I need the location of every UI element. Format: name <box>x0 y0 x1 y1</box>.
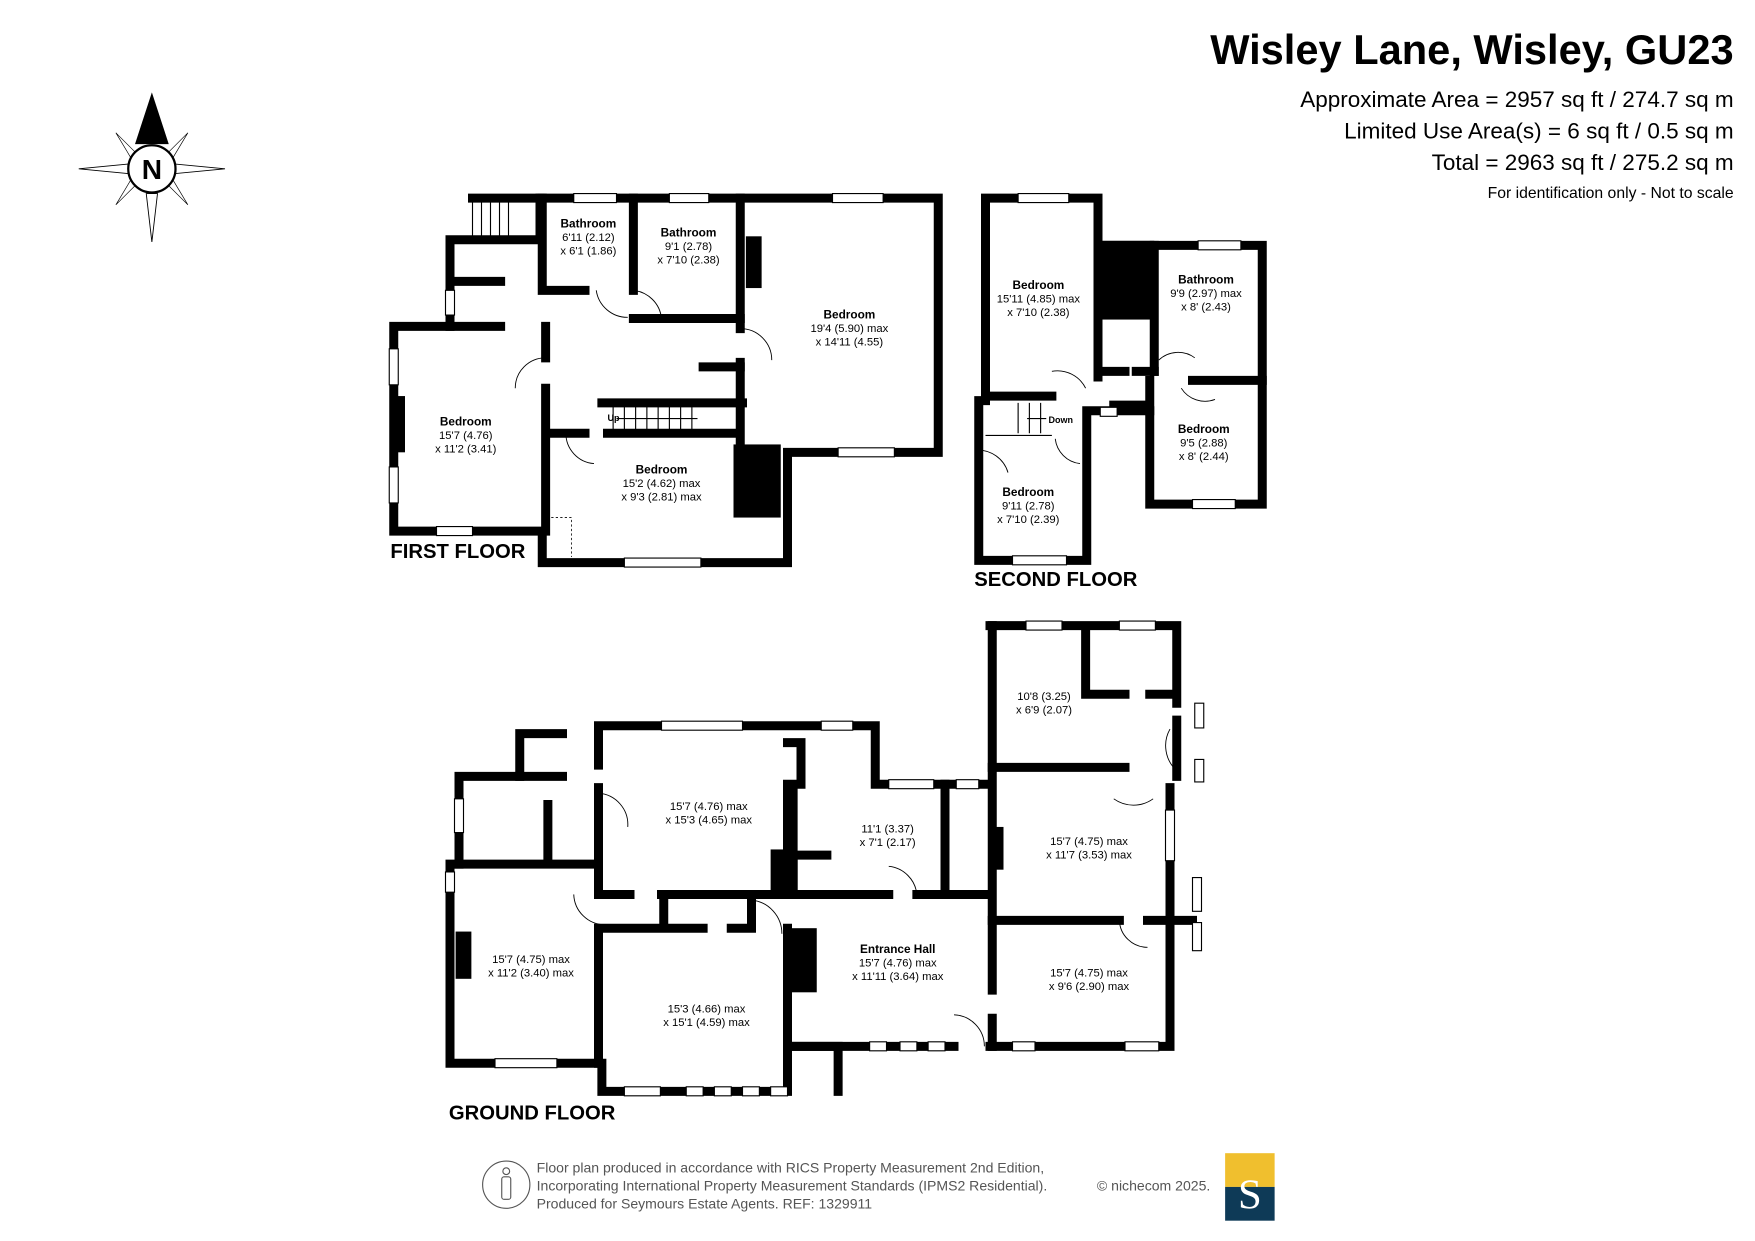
total-area: Total = 2963 sq ft / 275.2 sq m <box>1432 150 1734 175</box>
room-dimension: x 15'1 (4.59) max <box>663 1017 750 1029</box>
room-label: Bedroom 9'5 (2.88)x 8' (2.44) <box>1178 422 1230 463</box>
room-name: Bedroom <box>1012 278 1064 292</box>
room-dimension: 15'7 (4.76) max <box>859 957 937 969</box>
room-dimension: 15'7 (4.76) <box>439 430 493 442</box>
room-dimension: 15'7 (4.75) max <box>492 954 570 966</box>
room-label: 15'7 (4.76) max x 15'3 (4.65) max <box>665 801 752 827</box>
first-floor-label: FIRST FLOOR <box>390 541 525 563</box>
compass-icon: N <box>78 92 226 242</box>
seymours-logo: S <box>1225 1153 1275 1221</box>
room-dimension: x 7'10 (2.38) <box>657 254 719 266</box>
room-dimension: x 7'10 (2.38) <box>1007 307 1069 319</box>
footer: Floor plan produced in accordance with R… <box>482 1153 1275 1221</box>
room-dimension: 15'7 (4.75) max <box>1050 836 1128 848</box>
room-dimension: 9'11 (2.78) <box>1002 501 1055 513</box>
logo-letter: S <box>1238 1171 1262 1218</box>
room-dimension: x 11'11 (3.64) max <box>852 971 944 983</box>
header: Wisley Lane, Wisley, GU23 Approximate Ar… <box>1210 26 1734 202</box>
room-dimension: x 11'2 (3.41) <box>435 443 497 455</box>
room-dimension: x 6'1 (1.86) <box>560 245 616 257</box>
copyright: © nichecom 2025. <box>1097 1177 1210 1193</box>
person-scale-icon <box>482 1160 531 1209</box>
second-floor-label: SECOND FLOOR <box>974 569 1138 591</box>
room-name: Bedroom <box>1178 422 1230 436</box>
stair-up-label: Up <box>608 413 620 423</box>
room-name: Entrance Hall <box>860 942 935 956</box>
room-dimension: 11'1 (3.37) <box>861 824 914 836</box>
room-dimension: x 7'10 (2.39) <box>997 514 1059 526</box>
room-dimension: 15'7 (4.75) max <box>1050 968 1128 980</box>
footer-line-3: Produced for Seymours Estate Agents. REF… <box>537 1195 873 1211</box>
room-label: Bathroom 9'1 (2.78)x 7'10 (2.38) <box>657 225 719 266</box>
room-dimension: 9'1 (2.78) <box>665 241 712 253</box>
room-label: Bathroom 6'11 (2.12)x 6'1 (1.86) <box>560 216 616 257</box>
room-dimension: 9'5 (2.88) <box>1180 438 1227 450</box>
stair-down-label: Down <box>1049 415 1074 425</box>
limited-use-area: Limited Use Area(s) = 6 sq ft / 0.5 sq m <box>1344 118 1734 143</box>
room-label: 15'7 (4.75) max x 11'2 (3.40) max <box>488 954 574 980</box>
approximate-area: Approximate Area = 2957 sq ft / 274.7 sq… <box>1300 87 1733 112</box>
room-dimension: 10'8 (3.25) <box>1017 691 1071 703</box>
room-dimension: x 8' (2.43) <box>1181 302 1231 314</box>
room-label: Bedroom 15'7 (4.76)x 11'2 (3.41) <box>435 414 497 455</box>
room-dimension: 6'11 (2.12) <box>562 232 615 244</box>
room-dimension: 19'4 (5.90) max <box>810 323 888 335</box>
room-dimension: x 7'1 (2.17) <box>860 837 916 849</box>
room-label: 11'1 (3.37)x 7'1 (2.17) <box>860 824 916 850</box>
scale-note: For identification only - Not to scale <box>1488 185 1734 202</box>
room-label: Bedroom 9'11 (2.78)x 7'10 (2.39) <box>997 485 1059 526</box>
room-name: Bedroom <box>823 307 875 321</box>
compass-north-label: N <box>142 154 162 185</box>
room-label: 10'8 (3.25)x 6'9 (2.07) <box>1016 691 1072 717</box>
room-dimension: x 11'7 (3.53) max <box>1046 849 1132 861</box>
room-dimension: x 9'3 (2.81) max <box>621 492 702 504</box>
staircase <box>471 198 698 434</box>
property-title: Wisley Lane, Wisley, GU23 <box>1210 26 1733 73</box>
room-dimension: x 15'3 (4.65) max <box>665 815 752 827</box>
room-dimension: 15'11 (4.85) max <box>997 294 1081 306</box>
room-dimension: 15'2 (4.62) max <box>623 478 701 490</box>
room-name: Bedroom <box>1002 485 1054 499</box>
footer-line-2: Incorporating International Property Mea… <box>537 1177 1048 1193</box>
room-dimension: x 11'2 (3.40) max <box>488 968 574 980</box>
room-dimension: x 8' (2.44) <box>1179 451 1229 463</box>
room-name: Bathroom <box>561 216 617 230</box>
room-dimension: 9'9 (2.97) max <box>1170 288 1242 300</box>
room-name: Bedroom <box>440 414 492 428</box>
room-dimension: 15'7 (4.76) max <box>670 801 748 813</box>
footer-line-1: Floor plan produced in accordance with R… <box>537 1159 1045 1175</box>
ground-floor-label: GROUND FLOOR <box>449 1102 616 1124</box>
room-name: Bedroom <box>636 463 688 477</box>
room-name: Bathroom <box>1178 273 1234 287</box>
room-name: Bathroom <box>661 225 717 239</box>
ground-floor-plan: 15'7 (4.76) max x 15'3 (4.65) max 11'1 (3.… <box>444 620 1205 1124</box>
room-dimension: x 6'9 (2.07) <box>1016 704 1072 716</box>
room-dimension: 15'3 (4.66) max <box>668 1004 746 1016</box>
room-dimension: x 9'6 (2.90) max <box>1049 981 1130 993</box>
room-dimension: x 14'11 (4.55) <box>816 336 884 348</box>
